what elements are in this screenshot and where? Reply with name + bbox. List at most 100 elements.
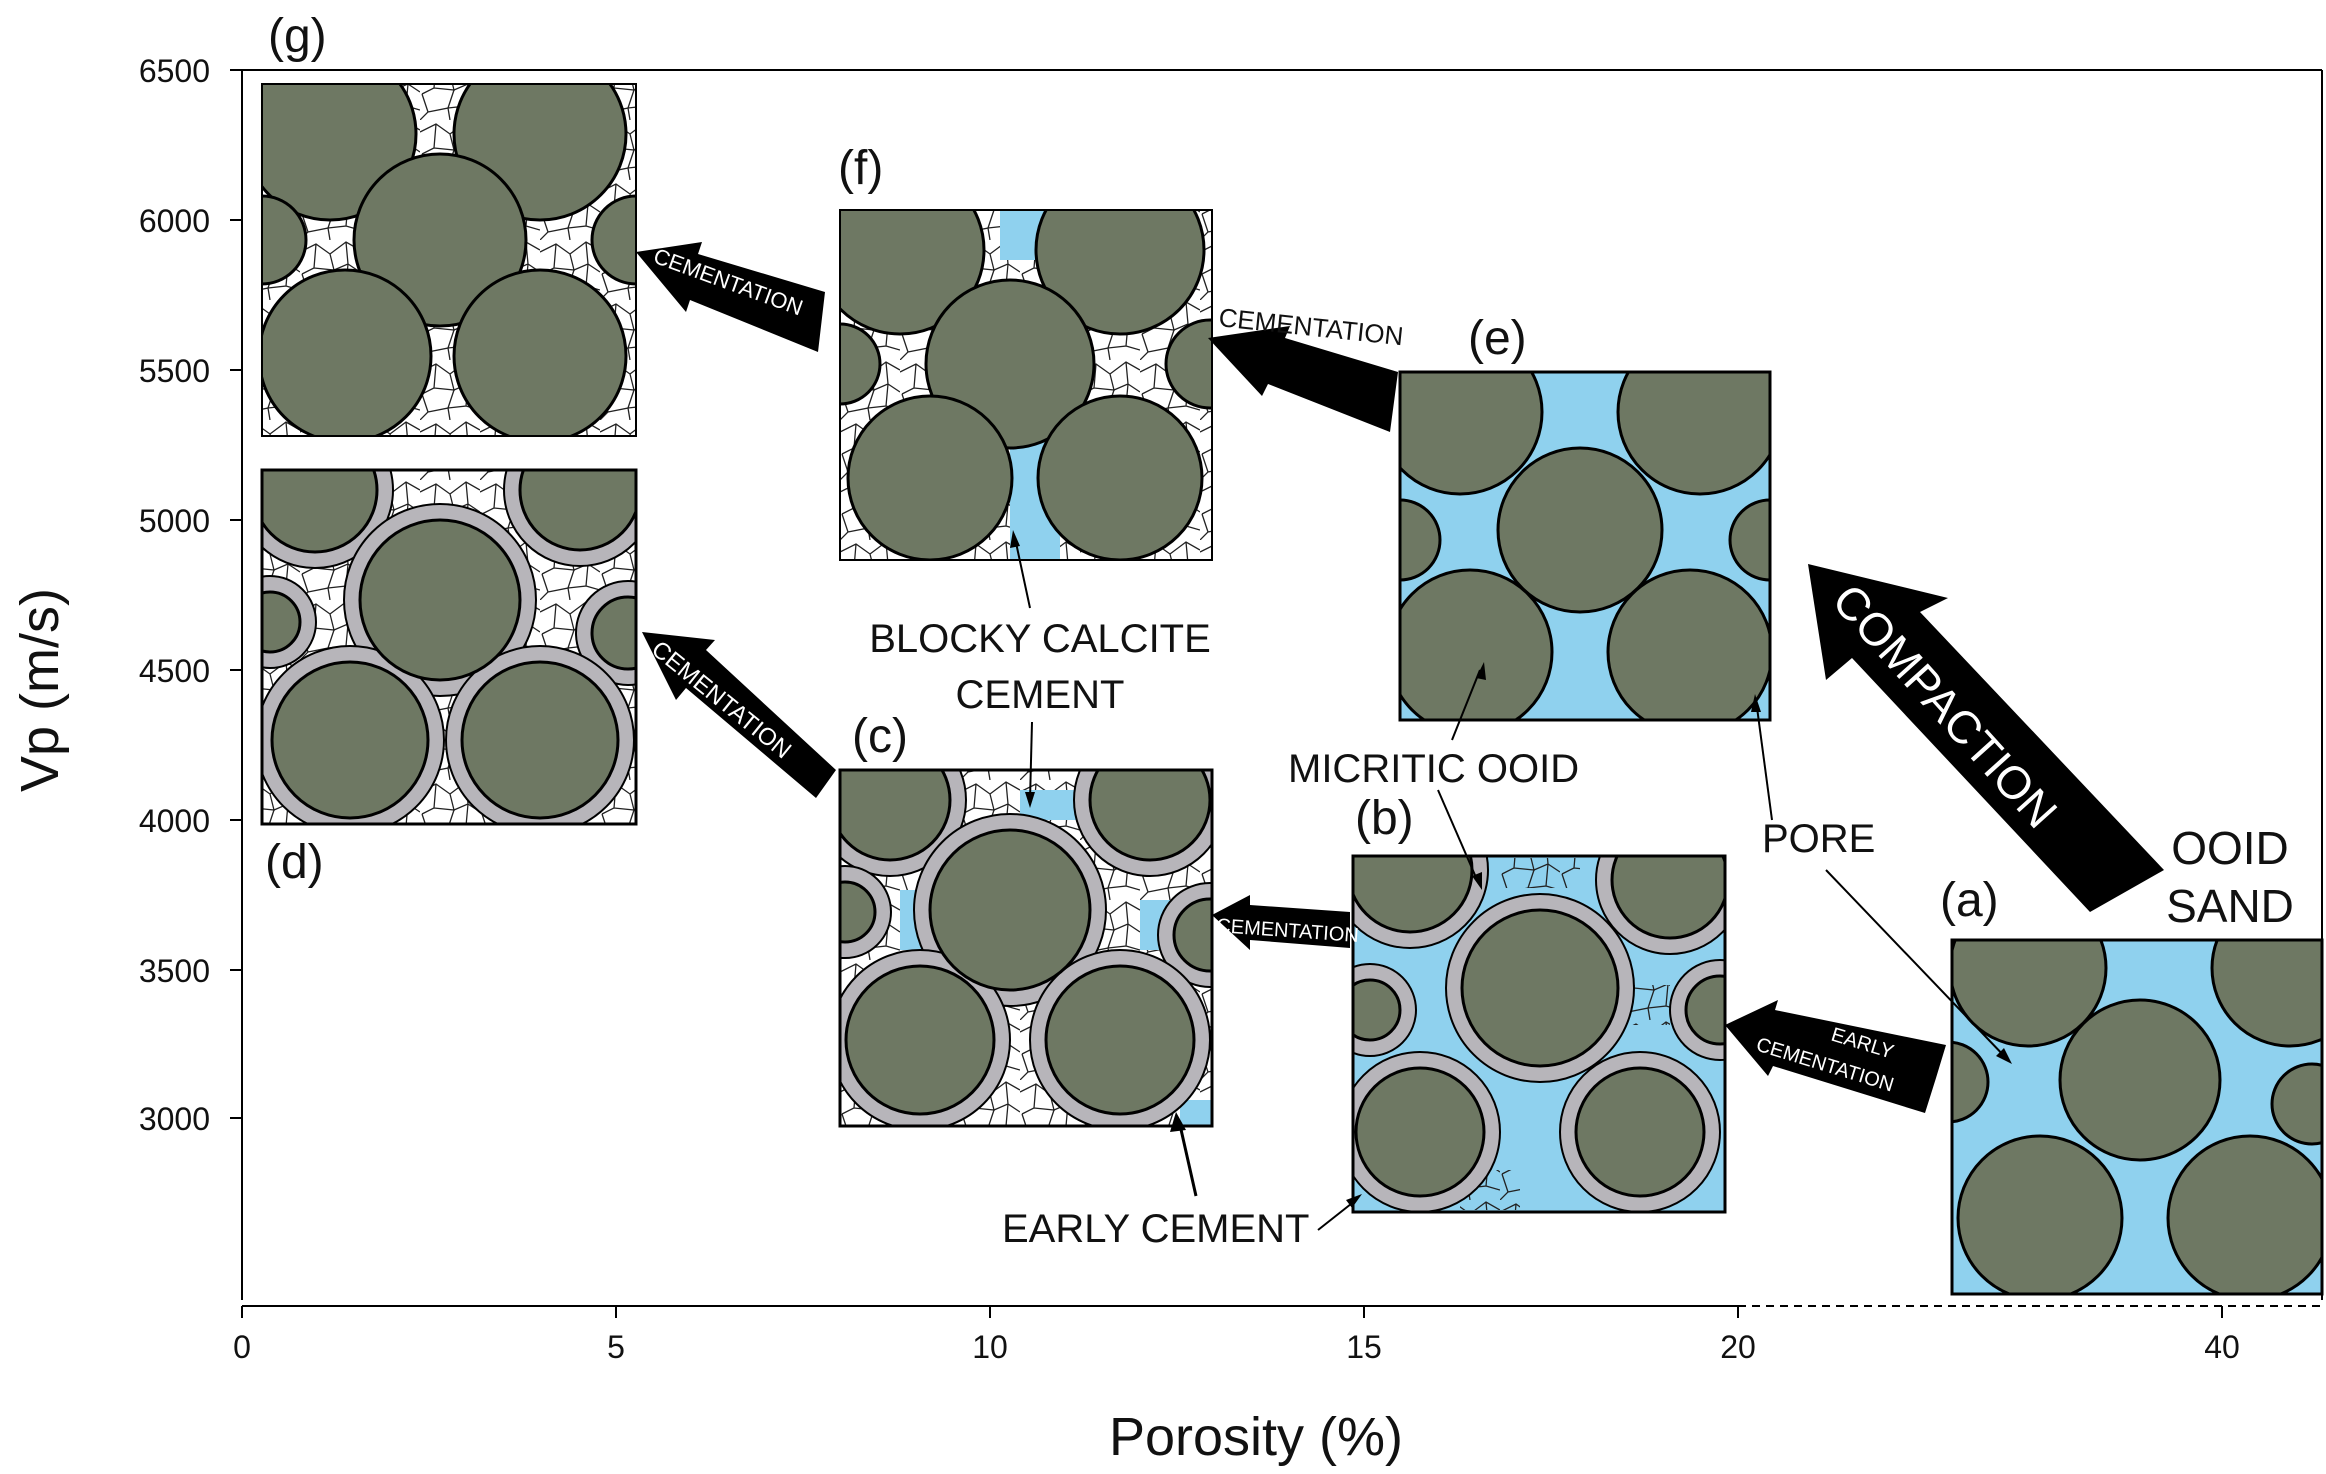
early-cement-leader-arrowhead-1 [1170,1112,1186,1132]
panel-label-a: (a) [1940,874,1999,927]
x-tick-label: 0 [233,1329,251,1365]
compaction-arrow [1808,564,2164,912]
panel-label-b: (b) [1355,792,1414,845]
ooid-grain [1952,1040,1990,1124]
ooid-grain [1353,978,1402,1042]
ooid-grain [846,394,1014,560]
early-cement-leader-arrowhead-2 [1346,1194,1362,1208]
micritic-ooid-leader-line-1 [1451,669,1481,741]
panel-g [262,84,636,436]
panel-g-frame [261,83,637,437]
ooid-grain [1036,394,1204,560]
y-axis-label: Vp (m/s) [10,588,70,792]
ooid-grain [2210,940,2322,1048]
ooid-grain [358,518,522,682]
ooid-grain [840,210,986,336]
ooid-grain [590,595,636,671]
ooid-grain [840,880,877,944]
ooid-sand-label-1: OOID [2171,822,2289,874]
pore-leader-arrowhead-1 [1996,1048,2012,1064]
early-cement-leader-line-1 [1178,1124,1198,1197]
blocky-calcite-leader-arrowhead-1 [1010,530,1020,548]
panel-d [262,470,636,824]
ooid-grain [1496,446,1664,614]
ooid-grain [270,660,430,820]
ooid-grain [1164,318,1212,410]
blocky-calcite-label-1: BLOCKY CALCITE [869,617,1211,661]
ooid-grain [1684,974,1725,1046]
cementation-arrow-b-c [1212,895,1350,950]
micritic-ooid-label: MICRITIC OOID [1288,747,1579,791]
ooid-grain [1400,568,1554,720]
panel-a-frame [1950,938,2324,1296]
x-tick-label: 5 [607,1329,625,1365]
ooid-grain [1574,1066,1706,1198]
ooid-grain [262,470,379,554]
blocky-calcite-leader-line-2 [1029,721,1033,801]
ooid-grain [518,470,636,552]
panel-f-frame [839,209,1213,561]
x-tick-label: 15 [1346,1329,1382,1365]
ooid-grain [844,964,996,1116]
y-tick-label: 6500 [139,53,210,89]
ooid-grain [452,268,628,436]
y-tick-label: 4500 [139,653,210,689]
pore-leader-line-1 [1825,869,2009,1061]
blocky-calcite-leader-arrowhead-2 [1025,792,1035,808]
panel-a [1952,940,2322,1294]
ooid-grain [1034,210,1206,336]
ooid-grain [1952,940,2108,1048]
panel-label-f: (f) [838,142,883,195]
x-axis-label: Porosity (%) [1109,1407,1403,1467]
y-tick-label: 6000 [139,203,210,239]
ooid-grain [928,828,1092,992]
ooid-grain [2270,1062,2322,1146]
panel-label-e: (e) [1468,312,1527,365]
y-tick-label: 5000 [139,503,210,539]
ooid-grain [262,268,433,436]
early-cement-label: EARLY CEMENT [1002,1207,1309,1251]
ooid-grain [460,660,620,820]
micritic-ooid-leader-arrowhead-2 [1472,872,1482,890]
panel-b [1353,856,1725,1212]
micritic-ooid-leader-arrowhead-1 [1476,662,1486,680]
panel-label-d: (d) [265,836,324,889]
ooid-grain [840,770,952,862]
ooid-grain [352,152,528,328]
panel-label-g: (g) [268,10,327,63]
ooid-grain [1088,770,1212,862]
micritic-ooid-leader-line-2 [1437,789,1479,883]
ooid-grain [840,322,882,406]
y-tick-label: 3000 [139,1101,210,1137]
panel-e-frame [1398,370,1772,722]
ooid-grain [590,194,636,286]
ooid-grain [262,590,302,654]
early-cementation-arrow [1725,1000,1946,1113]
pore-label: PORE [1762,817,1875,861]
panel-f [840,210,1212,560]
y-tick-label: 3500 [139,953,210,989]
ooid-grain [2058,998,2222,1162]
ooid-grain [1044,964,1196,1116]
ooid-grain [1610,856,1725,940]
compaction-label: COMPACTION [1823,574,2068,838]
cementation-arrow-f-g [636,242,825,352]
ooid-grain [1400,372,1544,496]
panel-b-frame [1351,854,1727,1214]
ooid-grain [1172,897,1212,973]
ooid-grain [1400,498,1442,582]
panel-c-frame [838,768,1214,1128]
cementation-arrow-e-f [1208,326,1398,432]
ooid-grain [1606,568,1770,720]
ooid-grain [1728,498,1770,582]
panel-c [840,770,1212,1126]
cementation-label-c-d: CEMENTATION [646,636,796,765]
ooid-grain [262,194,308,286]
panel-d-frame [260,468,638,826]
y-tick-label: 5500 [139,353,210,389]
x-tick-label: 40 [2204,1329,2240,1365]
